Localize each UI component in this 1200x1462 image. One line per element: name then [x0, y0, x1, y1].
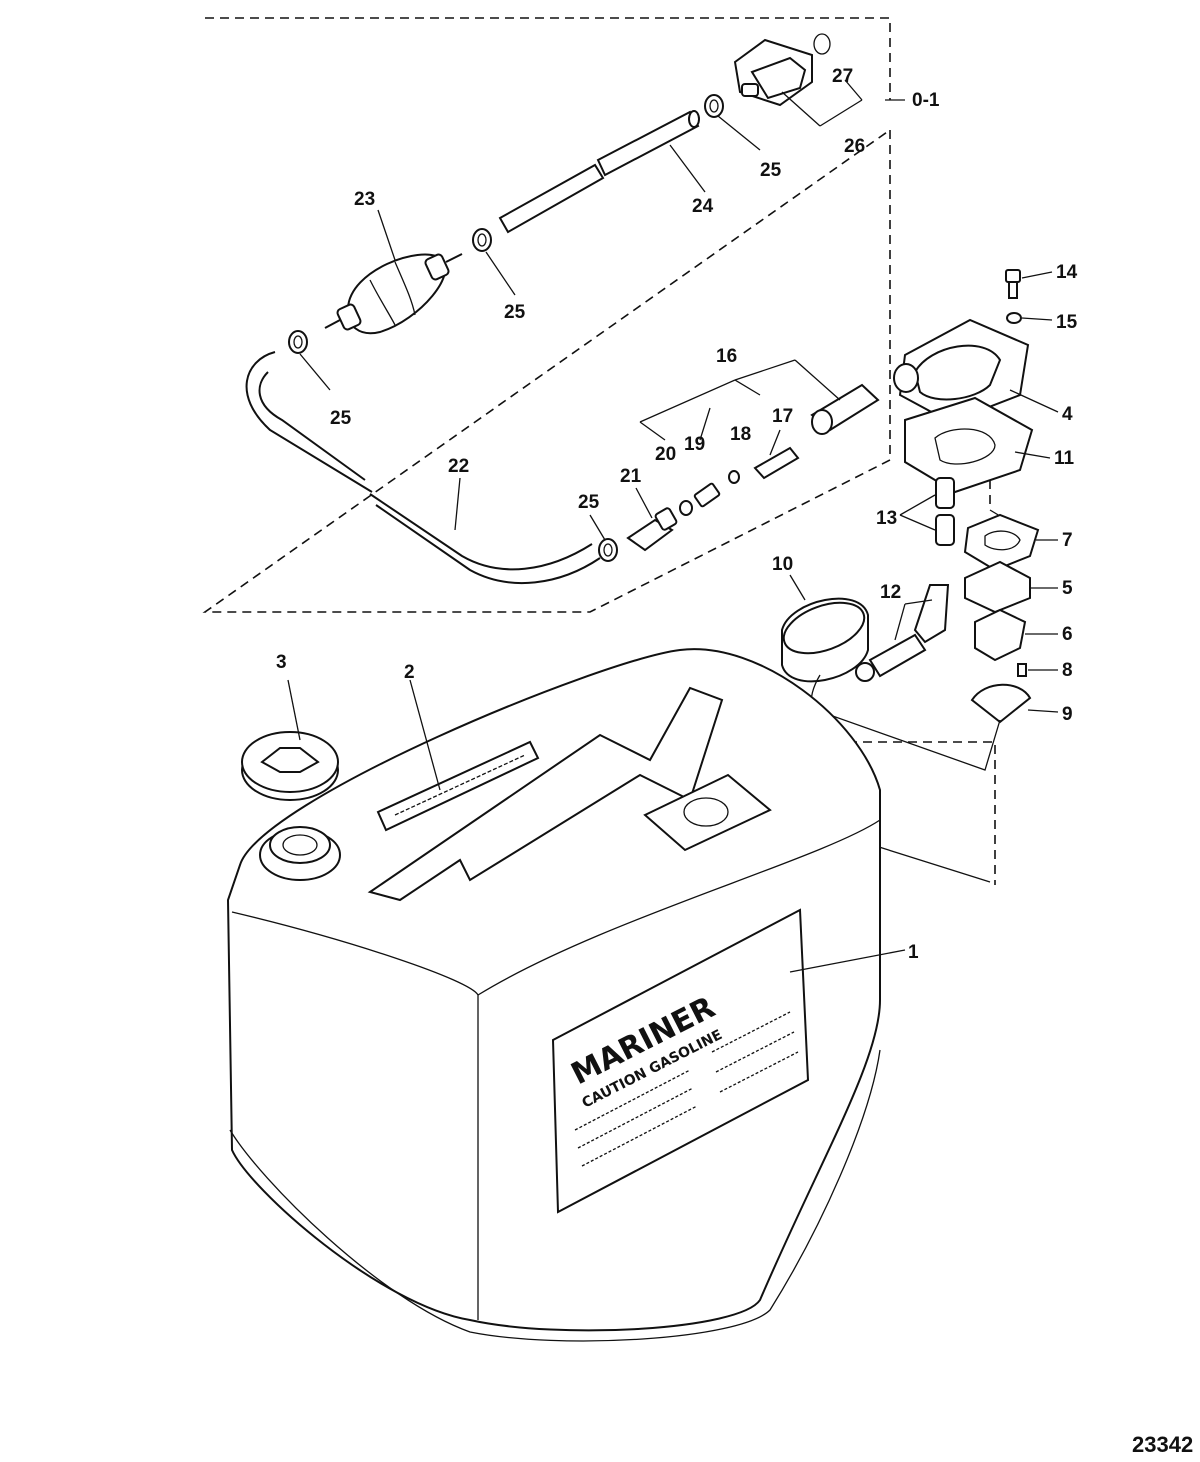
callout-25-c: 25 [330, 408, 352, 429]
engine-connector [733, 33, 831, 107]
grommet-7 [963, 513, 1040, 572]
callout-11: 11 [1054, 448, 1075, 469]
tank-fitting-21 [626, 507, 678, 552]
group-label: 0-1 [912, 90, 940, 111]
callout-13: 13 [876, 508, 897, 529]
float-housing-5 [964, 560, 1031, 614]
callout-21: 21 [620, 466, 642, 487]
callout-24: 24 [692, 196, 714, 217]
callout-25-d: 25 [578, 492, 600, 513]
callout-6: 6 [1062, 624, 1073, 645]
fuel-line-assembly-boundary [202, 17, 891, 613]
hose-clamp-25-lower [598, 538, 618, 562]
spring-19 [693, 482, 721, 508]
gauge-housing-6 [974, 608, 1027, 662]
callout-1: 1 [908, 942, 919, 963]
callout-9: 9 [1062, 704, 1073, 725]
pickup-tube-12 [855, 584, 950, 682]
pickup-guide [728, 741, 996, 885]
fuel-cap-3 [241, 731, 339, 801]
screw-8 [1017, 663, 1027, 677]
callout-25-a: 25 [760, 160, 782, 181]
callout-25-b: 25 [504, 302, 526, 323]
hose-clamp-25-left [288, 330, 308, 354]
callout-22: 22 [448, 456, 469, 477]
hose-22 [245, 351, 601, 585]
callout-8: 8 [1062, 660, 1073, 681]
float-arm-clip-9 [970, 683, 1032, 724]
tank-connector-16 [810, 383, 880, 435]
callout-4: 4 [1062, 404, 1073, 425]
filter-13 [935, 477, 955, 546]
callout-23: 23 [354, 189, 375, 210]
callout-5: 5 [1062, 578, 1073, 599]
float-10 [781, 597, 869, 683]
callout-18: 18 [730, 424, 751, 445]
washer-15 [1006, 312, 1022, 324]
callout-17: 17 [772, 406, 793, 427]
callout-7: 7 [1062, 530, 1073, 551]
screw-14 [1005, 269, 1021, 299]
washer-20 [679, 500, 693, 516]
callout-2: 2 [404, 662, 415, 683]
callout-16: 16 [716, 346, 737, 367]
callout-19: 19 [684, 434, 705, 455]
gasket-11 [904, 396, 1034, 494]
callout-20: 20 [655, 444, 676, 465]
callout-26: 26 [844, 136, 865, 157]
callout-14: 14 [1056, 262, 1078, 283]
pickup-cover-4 [893, 318, 1030, 424]
o-ring-18 [728, 470, 740, 484]
callout-10: 10 [772, 554, 793, 575]
reference-number: 23342 [1132, 1432, 1193, 1457]
hose-24 [498, 110, 700, 234]
callout-3: 3 [276, 652, 287, 673]
primer-bulb [324, 253, 463, 335]
callout-15: 15 [1056, 312, 1078, 333]
callout-12: 12 [880, 582, 901, 603]
hose-clamp-25-upper [704, 94, 724, 118]
hose-clamp-25-bulb [472, 228, 492, 252]
fuel-tank-1 [226, 648, 881, 1342]
valve-17 [753, 446, 800, 480]
callout-27: 27 [832, 66, 853, 87]
